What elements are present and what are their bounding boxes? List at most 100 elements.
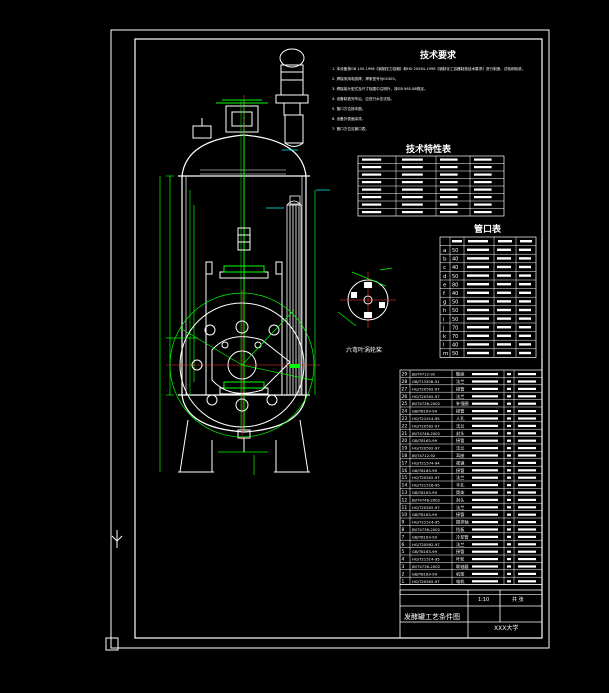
outer-frame [110, 29, 550, 649]
part-name: 接管 [456, 385, 464, 392]
part-number: 6 [402, 542, 405, 548]
part-code: HG/T21514-95 [412, 416, 440, 421]
part-number: 23 [402, 416, 408, 422]
part-name: 机架 [456, 570, 464, 577]
part-name: 接管 [456, 548, 464, 555]
nozzle-dn: 50 [452, 351, 458, 357]
part-number: 19 [402, 446, 408, 452]
part-number: 7 [402, 534, 405, 540]
part-number: 15 [402, 475, 408, 481]
part-name: 封头 [456, 496, 464, 503]
part-code: GB/T8163-99 [412, 490, 438, 495]
part-number: 18 [402, 453, 408, 459]
tech-note: 4. 设备制造完毕后，应进行水压试验。 [332, 96, 394, 101]
nozzle-dn: 70 [452, 325, 458, 331]
nozzle-letter: m [443, 351, 448, 357]
part-code: HG/T21574-94 [412, 460, 440, 465]
part-name: 接管 [456, 408, 464, 415]
part-code: HG/T21514-95 [412, 520, 440, 525]
part-code: GB/T8163-99 [412, 534, 438, 539]
nozzle-dn: 50 [452, 274, 458, 280]
part-code: JB/T4712-92 [411, 453, 436, 458]
nozzle-dn: 40 [452, 291, 458, 297]
part-number: 12 [402, 497, 408, 503]
nozzle-table-title: 管口表 [474, 223, 502, 235]
part-name: 电机 [456, 578, 465, 585]
part-code: HG/T20592-97 [412, 446, 440, 451]
tech-note: 6. 设备外表面涂漆。 [332, 116, 365, 121]
part-code: HG/T20592-97 [412, 394, 440, 399]
inner-frame [134, 38, 543, 639]
part-number: 10 [402, 512, 408, 518]
part-number: 26 [402, 394, 408, 400]
nozzle-letter: c [443, 265, 446, 271]
part-code: GB/T13306-91 [412, 379, 440, 384]
part-name: 法兰 [456, 445, 464, 452]
part-number: 5 [402, 549, 405, 555]
part-code: HG/T20592-97 [412, 386, 440, 391]
part-name: 封头 [456, 430, 464, 437]
gear-frame [192, 99, 304, 147]
tech-requirements-title: 技术要求 [420, 49, 457, 61]
part-code: JB/T4736-2002 [411, 527, 441, 532]
part-number: 4 [402, 557, 405, 563]
part-name: 筒体 [456, 489, 465, 496]
nozzle-dn: 50 [452, 248, 458, 254]
tech-note: 5. 管口方位按本图。 [332, 106, 365, 111]
part-name: 接管 [456, 467, 464, 474]
nozzle-letter: l [443, 343, 445, 349]
part-name: 法兰 [456, 393, 464, 400]
motor [275, 48, 309, 116]
nozzle-dn: 40 [452, 257, 458, 263]
part-number: 9 [402, 520, 405, 526]
nozzle-dn: 50 [452, 317, 458, 323]
plan-view [166, 290, 320, 440]
part-code: JB/T4712-92 [411, 372, 436, 377]
leader-lines [266, 149, 330, 209]
part-code: JB/T4736-2002 [411, 401, 441, 406]
vessel-drawing [159, 48, 330, 475]
part-code: JB/T4746-2002 [411, 497, 441, 502]
part-name: 冷却管 [456, 533, 469, 540]
impellers [205, 261, 283, 395]
part-number: 17 [402, 460, 408, 466]
part-name: 法兰 [456, 504, 464, 511]
cooling-coils [286, 195, 302, 396]
part-name: 挡板 [456, 526, 465, 533]
part-code: GB/T8163-99 [412, 468, 438, 473]
impeller-label: 六弯叶涡轮桨 [346, 346, 382, 354]
school-name: XXX大学 [494, 624, 518, 632]
part-name: 补强圈 [456, 400, 469, 407]
nozzle-letter: k [443, 334, 447, 340]
part-number: 8 [402, 527, 405, 533]
support-legs [178, 419, 310, 473]
tech-note: 3. 焊接接头型式及尺寸除图中注明外，按GB 985-88规定。 [332, 86, 428, 91]
part-number: 24 [402, 409, 408, 415]
part-number: 13 [402, 490, 408, 496]
tech-notes: 1. 本设备按GB 150-1998《钢制压力容器》和HG 20584-1998… [332, 66, 525, 131]
top-hatch [200, 169, 286, 175]
nozzle-letter: a [443, 248, 446, 254]
part-code: HG/T20592-97 [412, 505, 440, 510]
part-name: 法兰 [456, 378, 464, 385]
scale-label: 1:10 [478, 597, 489, 603]
nozzle-dn: 50 [452, 300, 458, 306]
nozzle-letter: b [443, 257, 447, 263]
nozzle-letter: f [443, 291, 446, 297]
part-code: HG/T21516-95 [412, 483, 440, 488]
part-name: 法兰 [456, 422, 464, 429]
nozzle-dn: 40 [452, 343, 458, 349]
nozzle-dn: 40 [452, 265, 458, 271]
part-number: 29 [402, 372, 408, 378]
part-number: 2 [402, 571, 405, 577]
nozzle-letter: j [442, 325, 445, 331]
part-code: GB/T8163-99 [412, 571, 438, 576]
agitator-shaft [237, 100, 251, 430]
part-number: 21 [402, 431, 408, 437]
part-code: HG/T20592-97 [412, 423, 440, 428]
nozzle-dn: 50 [452, 308, 458, 314]
tech-characteristics-table [357, 155, 505, 217]
